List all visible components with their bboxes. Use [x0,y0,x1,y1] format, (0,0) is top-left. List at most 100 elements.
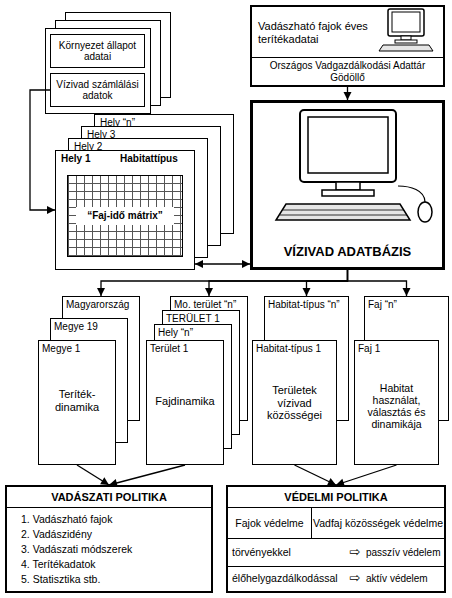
region-sheet: Megye 1 Teríték-dinamika [38,340,116,465]
data-box: Környezet állapot adatai [50,34,145,68]
keyboard-row [283,210,404,211]
box-text: 3. Vadászati módszerek [21,542,207,557]
arrow-head [336,479,345,487]
box-text: 5. Statisztika stb. [21,572,207,587]
habitat-sheet: Habitat-típus 1 Területek vízivad közössé… [252,340,337,465]
monitor-base [322,190,374,196]
box-title: VADÁSZATI POLITIKA [7,487,211,508]
keyboard [379,45,433,51]
connector [77,465,109,485]
connector-line [209,270,348,296]
box-title: Vadászható fajok éves terítékadatai [258,11,378,55]
species-sheet: Faj 1 Habitat használat, választás és din… [354,340,439,465]
arrow-head [205,288,213,296]
connector-line [295,465,337,485]
arrow-head [403,288,411,296]
box-text: Habitattípus [120,152,192,166]
screen [392,12,420,32]
table-rule [228,566,444,567]
arrow-head [327,478,336,485]
mouse [418,202,432,222]
box-title: Megye 1 [42,342,114,356]
connector-line [30,90,55,210]
computer-icon [276,110,432,222]
site-sheet: Hely 1 Habitattípus “Faj-idő mátrix” [55,150,195,270]
connector-line [195,263,250,264]
connector [97,270,348,296]
screen [308,117,388,173]
monitor [300,110,396,182]
box-title: Környezet állapot adatai [51,35,144,67]
connector-line [307,270,348,296]
box-text: törvényekkel [232,539,346,566]
connector-line [101,270,348,296]
arrow-head [47,206,55,214]
box-title: Terület 1 [150,342,222,356]
box-title: Megye 19 [54,320,126,334]
connector [195,260,250,268]
box-text: ⇨ [346,539,364,566]
box-text: Teríték-dinamika [41,373,113,429]
box-text: Fajdinamika [149,373,221,429]
policy-box: VÉDELMI POLITIKAFajok védelmeVadfaj közö… [226,485,446,593]
connector-line [347,87,348,100]
connector-line [77,465,109,485]
box-text: Területek vízivad közösségei [255,371,334,435]
box-text: Országos Vadgazdálkodási Adattár Gödöllő [252,57,443,85]
connector-line [336,465,397,485]
box-title: VÉDELMI POLITIKA [228,487,444,508]
box-text: Habitat használat, választás és dinamiká… [357,371,436,441]
policy-box: VADÁSZATI POLITIKA 1. Vadászható fajok2. … [5,485,213,593]
box-text: élőhelygazdálkodással [232,566,346,591]
box-title: Faj 1 [358,342,437,356]
database-box: VÍZIVAD ADATBÁZIS [250,100,445,270]
connector [109,465,185,487]
box-text: Fajok védelme [228,508,312,539]
keyboard [276,204,410,220]
arrow-head [303,288,311,296]
box-title: Hely 1 [61,152,116,166]
box-title: Habitat-típus “n” [268,298,347,312]
connector [303,270,348,296]
monitor-stand [401,36,411,40]
box-title: VÍZIVAD ADATBÁZIS [253,239,442,265]
connector-line [109,465,185,485]
arrow-head [97,288,105,296]
box-text: passzív védelem [366,539,444,566]
area-sheet: Terület 1 Fajdinamika [146,340,224,465]
mouse-cord [398,186,425,202]
box-title: Habitat-típus 1 [256,342,335,356]
box-title: Vízivad számlálási adatok [51,74,144,106]
box-text: 1. Vadászható fajok [21,512,207,527]
box-text: 2. Vadászidény [21,527,207,542]
data-box: Vízivad számlálási adatok [50,73,145,107]
computer-icon [379,9,433,51]
connector [30,90,55,214]
arrow-head [242,260,250,268]
connector [336,465,397,486]
arrow-head [195,260,203,268]
arrow-head [344,92,352,100]
connector [295,465,337,485]
box-title: Hely “n” [158,326,230,340]
connector [348,270,411,296]
monitor-stand [336,182,360,190]
arrow-head [100,477,109,485]
keyboard-row [280,215,407,216]
arrow-head [109,479,118,487]
box-title: Magyarország [66,298,138,312]
box-text: Vadfaj közösségek védelme [312,508,444,539]
box-title: “Faj-idő mátrix” [76,207,174,225]
monitor-base [395,40,417,43]
matrix-grid: “Faj-idő mátrix” [67,175,183,257]
document-sheet [46,29,151,114]
box-text: 4. Terítékadatok [21,557,207,572]
box-text: ⇨ [346,566,364,591]
box-title: Faj “n” [368,298,447,312]
archive-box: Vadászható fajok éves terítékadataiOrszá… [250,5,445,87]
monitor [388,9,424,36]
connector-line [348,270,407,296]
connector [205,270,348,296]
